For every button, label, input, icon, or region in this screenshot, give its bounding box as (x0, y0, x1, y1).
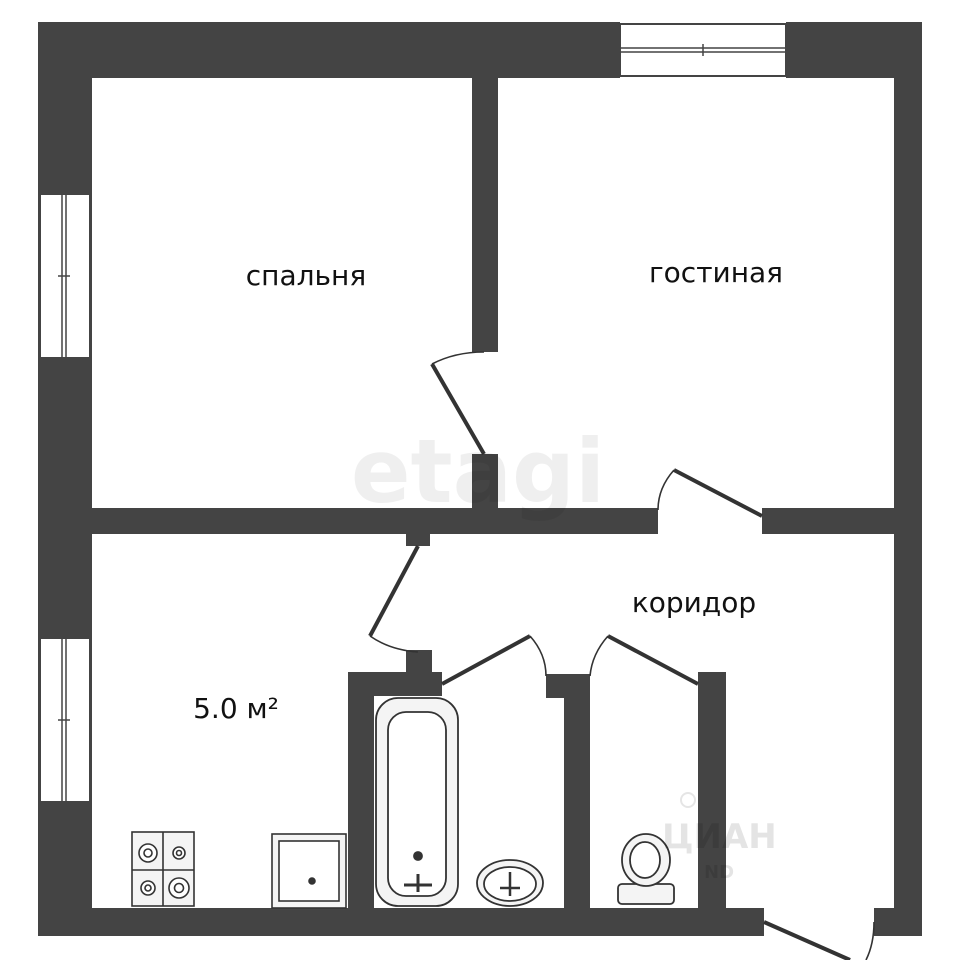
door-wc (589, 634, 699, 686)
doors (368, 351, 875, 962)
door-living (657, 468, 763, 518)
outer-walls (38, 22, 922, 936)
cian-watermark: ЦИАН (662, 817, 777, 857)
etagi-watermark: etagi (351, 420, 605, 523)
door-bathroom (441, 634, 547, 686)
cian-logo-icon (680, 792, 696, 808)
middle-wall-right (762, 508, 894, 534)
door-kitchen (368, 545, 420, 653)
window-top (619, 23, 787, 77)
bath-wc-top (546, 674, 590, 698)
door-entrance (763, 920, 875, 962)
corridor-label: коридор (632, 586, 756, 619)
bath-wc-wall (564, 674, 590, 908)
partition-stub (472, 454, 498, 510)
washbasin-icon (476, 859, 544, 907)
interior-walls (92, 78, 894, 908)
watermarks: etagi ЦИАН ND (351, 420, 777, 883)
bedroom-label: спальня (246, 259, 366, 292)
bottom-wall-left (38, 908, 764, 936)
bath-post (406, 650, 432, 678)
right-wall (894, 22, 922, 936)
cian-watermark-sub: ND (704, 862, 734, 883)
window-left-lower (39, 637, 91, 803)
toilet-icon (617, 833, 675, 905)
kitchen-sink-icon (271, 833, 347, 909)
bathtub-icon (375, 697, 459, 907)
top-wall-left (38, 22, 620, 78)
wc-right-wall (698, 672, 726, 908)
door-bedroom (430, 351, 486, 456)
window-left-upper (39, 193, 91, 359)
bath-left-wall (348, 672, 374, 908)
stove-icon (131, 831, 195, 907)
kitchen-area-label: 5.0 м² (193, 692, 279, 725)
bedroom-living-partition (472, 78, 498, 352)
bottom-wall-right (874, 908, 922, 936)
middle-wall-left (92, 508, 658, 534)
windows (39, 23, 787, 803)
middle-wall-tab (406, 530, 430, 546)
living-room-label: гостиная (649, 256, 783, 289)
